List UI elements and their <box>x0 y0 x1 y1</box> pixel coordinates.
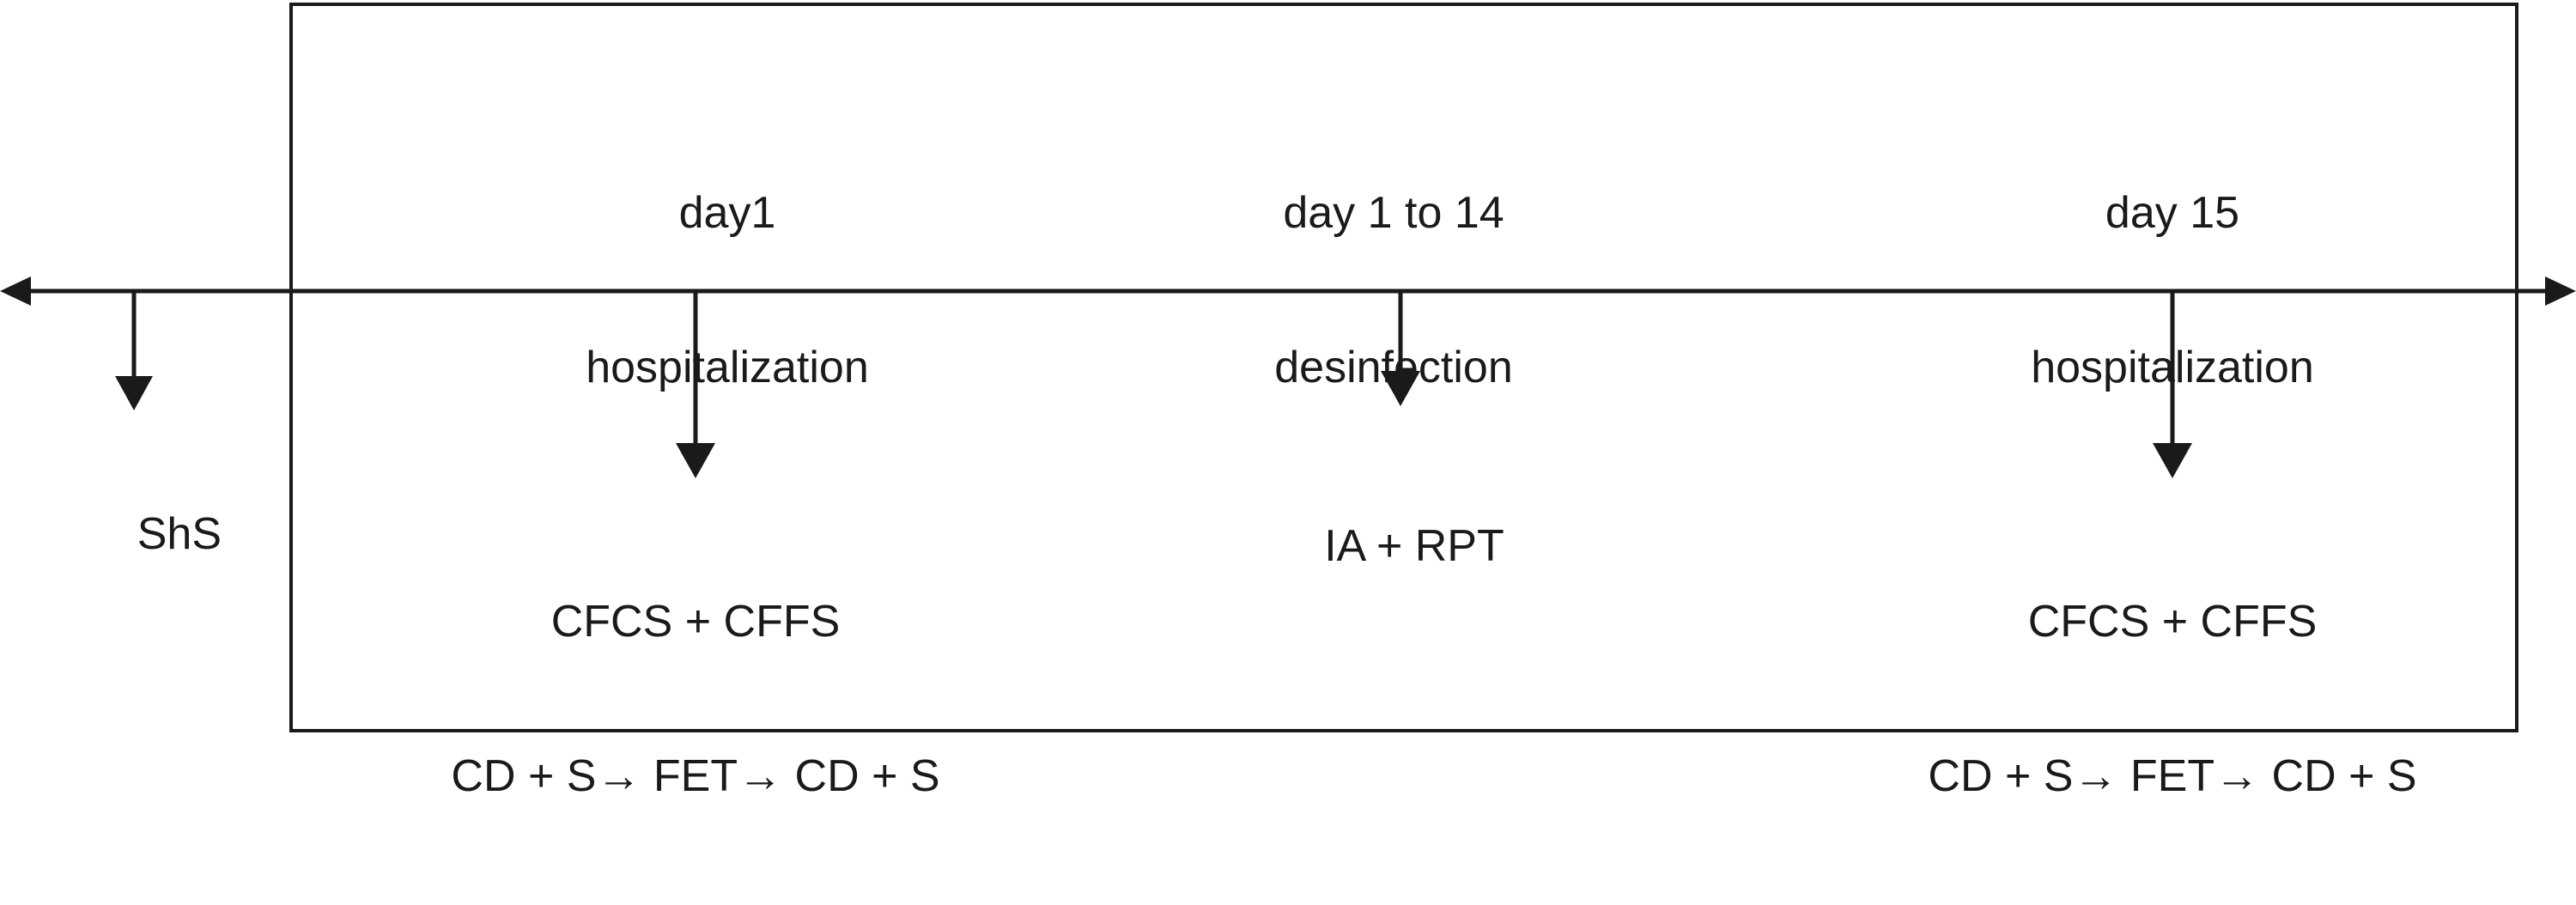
event-2-header: day 1 to 14 desinfection <box>1093 84 1694 496</box>
event-3-body-line-1: CFCS + CFFS <box>2027 597 2318 647</box>
time-axis-right-arrowhead <box>2545 276 2576 306</box>
event-3-body-line-2: CD + S→ FET→ CD + S <box>1928 751 2417 801</box>
shs-label-text: ShS <box>137 509 222 559</box>
event-3-arrow-head-icon <box>2153 443 2192 478</box>
event-1-header-line-2: hospitalization <box>586 343 869 392</box>
event-1-body-line-1: CFCS + CFFS <box>550 597 841 647</box>
event-3-body: CFCS + CFFS CD + S→ FET→ CD + S <box>1872 493 2473 905</box>
event-2-arrow-head-icon <box>1381 371 1420 406</box>
event-1-body-line-2: CD + S→ FET→ CD + S <box>451 751 940 801</box>
event-2-header-line-1: day 1 to 14 <box>1283 188 1504 238</box>
time-axis-left-arrowhead <box>0 276 31 306</box>
study-period-box <box>289 3 2518 732</box>
event-2-body-line-1: IA + RPT <box>1324 521 1504 571</box>
shs-label: ShS <box>0 457 309 611</box>
event-1-header: day1 hospitalization <box>427 84 1028 496</box>
event-2-body: IA + RPT <box>1114 417 1715 675</box>
event-1-arrow-head-icon <box>676 443 715 478</box>
timeline-vector-layer <box>0 276 2576 478</box>
event-3-header: day 15 hospitalization <box>1872 84 2473 496</box>
event-3-header-line-2: hospitalization <box>2031 343 2314 392</box>
shs-arrow-head-icon <box>115 376 153 410</box>
event-1-body: CFCS + CFFS CD + S→ FET→ CD + S <box>395 493 996 905</box>
event-3-header-line-1: day 15 <box>2105 188 2240 238</box>
diagram-canvas: ShS day1 hospitalization CFCS + CFFS CD … <box>0 3 2576 801</box>
event-1-header-line-1: day1 <box>678 188 776 238</box>
event-2-header-line-2: desinfection <box>1274 343 1513 392</box>
